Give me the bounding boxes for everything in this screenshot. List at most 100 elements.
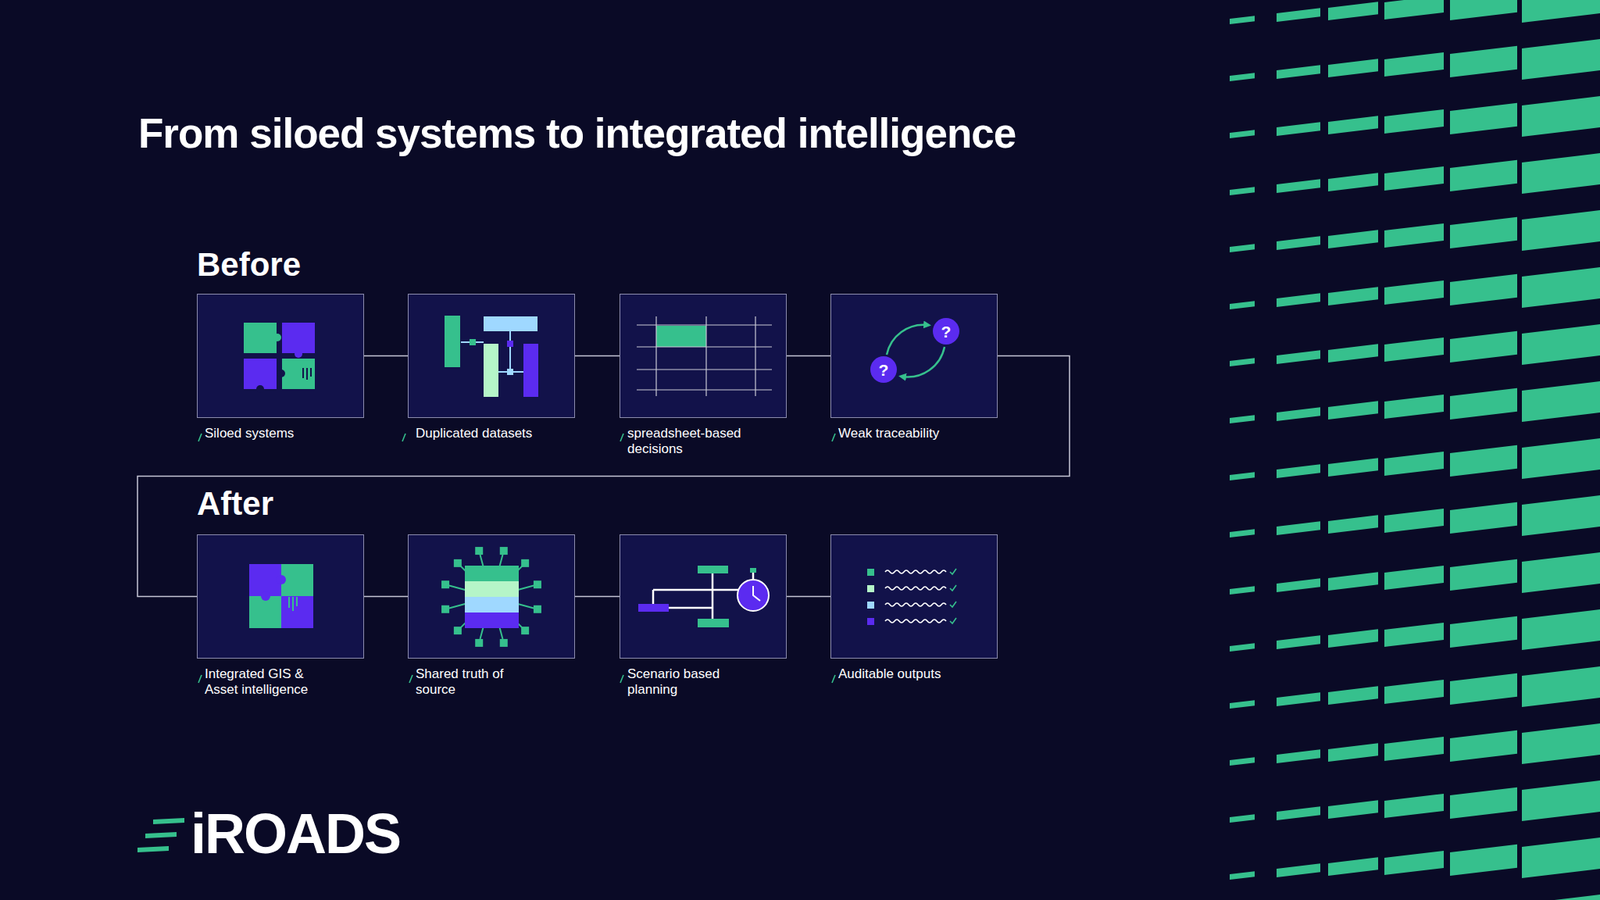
stripe	[1328, 1, 1379, 21]
stripe	[1328, 742, 1379, 762]
stripe	[1521, 153, 1600, 194]
stripe	[1328, 685, 1379, 705]
stripe	[1229, 414, 1255, 424]
stripe	[1521, 324, 1600, 365]
stripe	[1521, 39, 1600, 80]
stripe	[1229, 642, 1255, 652]
checklist-icon	[867, 568, 957, 625]
caption-text: spreadsheet-based decisions	[627, 425, 753, 457]
stripe	[1521, 780, 1600, 822]
stripe	[1276, 578, 1321, 593]
stripe	[1521, 609, 1600, 650]
stripe	[1229, 871, 1255, 880]
process-box: Duplicated datasets	[407, 293, 575, 418]
caption-text: Weak traceability	[838, 425, 964, 442]
stripe	[1229, 814, 1255, 823]
stripe	[1384, 451, 1444, 476]
connector-line	[364, 596, 408, 598]
stripe	[1328, 571, 1379, 591]
box-caption: Weak traceability	[838, 425, 964, 442]
stripe	[1450, 46, 1518, 78]
process-box: Auditable outputs	[830, 534, 998, 659]
process-box: Weak traceability	[830, 293, 998, 418]
connector-line	[786, 596, 831, 598]
stripe	[1521, 0, 1600, 23]
box-caption: Scenario based planning	[627, 666, 753, 697]
stripe	[1384, 793, 1444, 818]
stripe	[1384, 565, 1444, 590]
slash-mark	[198, 433, 836, 683]
stripe	[1450, 673, 1518, 705]
caption-text: Auditable outputs	[838, 666, 964, 683]
caption-text: Shared truth of source	[415, 666, 541, 697]
logo-wordmark: iROADS	[190, 805, 400, 862]
box-caption: spreadsheet-based decisions	[627, 425, 753, 457]
logo-mark	[137, 817, 185, 853]
stripe	[1276, 7, 1321, 22]
question-mark: ?	[941, 323, 952, 340]
stripe	[1384, 736, 1444, 761]
stripe	[1384, 166, 1444, 191]
stripe	[1276, 749, 1321, 764]
stripe	[1328, 628, 1379, 648]
stripe	[1328, 229, 1379, 249]
stripe	[1450, 844, 1518, 876]
stripe	[1229, 528, 1255, 538]
stripe	[1384, 52, 1444, 77]
hub-icon	[442, 547, 541, 647]
stripe	[1229, 471, 1255, 481]
stripe	[1229, 300, 1255, 310]
stripe	[1521, 837, 1600, 879]
box-caption: Shared truth of source	[415, 666, 541, 697]
stripe	[1276, 292, 1321, 308]
stripe	[1276, 521, 1321, 536]
stripe	[1450, 160, 1518, 192]
stripe	[1276, 692, 1321, 707]
stripe	[1384, 622, 1444, 647]
stripe	[1521, 894, 1600, 900]
dataset-icon	[444, 315, 539, 397]
stripe	[1384, 109, 1444, 134]
stripe	[1328, 58, 1379, 78]
stripe	[1384, 0, 1444, 20]
connector-line	[137, 356, 1070, 597]
caption-text: Scenario based planning	[627, 666, 753, 697]
section-heading: Before	[196, 248, 301, 282]
question-mark: ?	[878, 361, 890, 379]
caption-text: Duplicated datasets	[415, 425, 541, 442]
stripe	[1276, 178, 1321, 193]
process-box: Siloed systems	[196, 293, 365, 418]
stripe	[1328, 400, 1379, 420]
spreadsheet-icon	[636, 316, 772, 397]
stripe	[1229, 72, 1255, 82]
stripe	[1276, 464, 1321, 479]
stripe	[1229, 15, 1255, 25]
connector-line	[575, 596, 620, 598]
process-box: Scenario based planning	[619, 534, 787, 659]
stripe	[1450, 445, 1518, 477]
stripe	[1328, 514, 1379, 534]
stripe	[1450, 103, 1518, 135]
stripe	[1450, 331, 1518, 363]
connector-line	[575, 355, 620, 358]
stripe	[1276, 806, 1321, 821]
stripe	[1328, 857, 1379, 876]
stripe	[1521, 267, 1600, 308]
box-caption: Duplicated datasets	[415, 425, 541, 442]
stripe	[1450, 616, 1518, 648]
stripe	[1229, 186, 1255, 196]
section-heading: After	[196, 487, 274, 521]
title: From siloed systems to integrated intell…	[138, 109, 1016, 158]
process-box: Integrated GIS & Asset intelligence	[196, 534, 365, 659]
stripe	[1521, 723, 1600, 765]
stripe	[1521, 495, 1600, 536]
stripe	[1229, 129, 1255, 139]
stripe	[1450, 559, 1518, 591]
stripe	[1328, 457, 1379, 477]
box-caption: Siloed systems	[204, 425, 330, 442]
stripe	[1450, 787, 1518, 819]
stripe	[1450, 274, 1518, 306]
stripe	[1384, 850, 1444, 875]
puzzle-icon	[243, 322, 315, 393]
